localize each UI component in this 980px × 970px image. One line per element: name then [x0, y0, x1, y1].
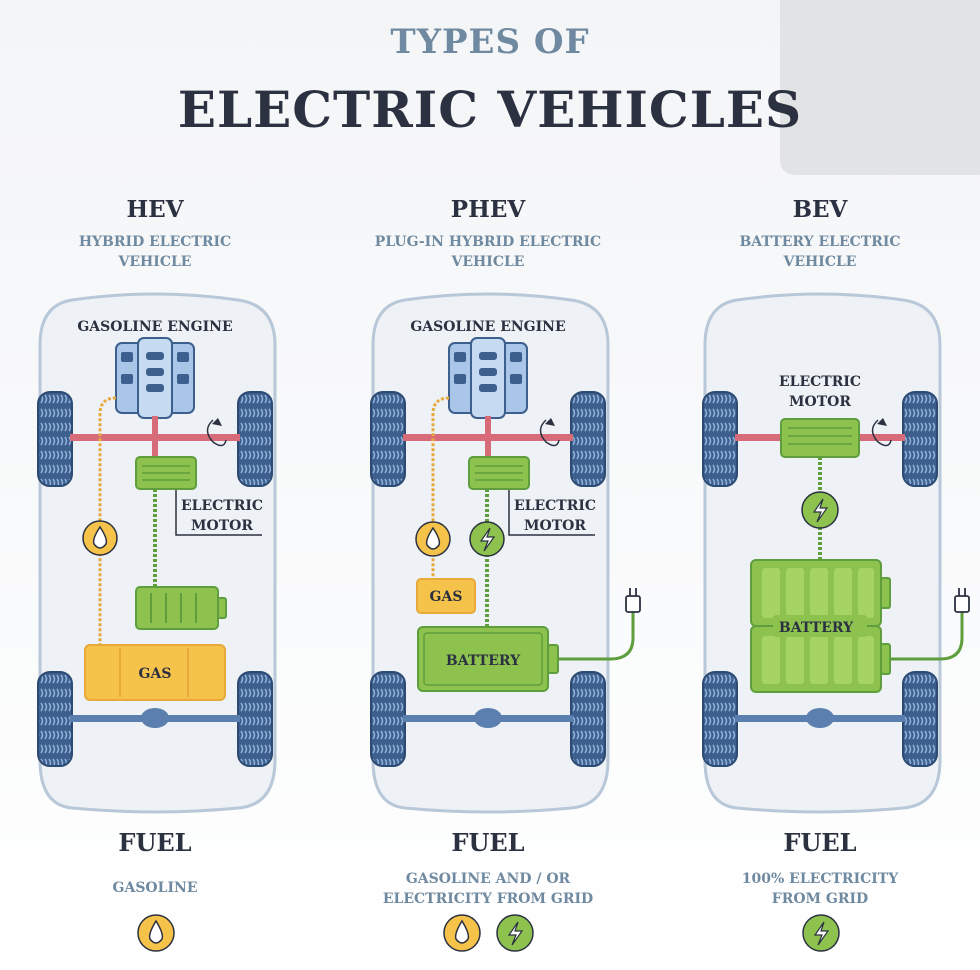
bev-rotation-arrow-icon: [871, 418, 892, 447]
bev-battery-label: BATTERY: [779, 620, 854, 636]
bev-fuel-heading: FUEL: [783, 828, 857, 857]
bev-heading: BEV: [792, 196, 848, 223]
hev-motor-label-line-1: ELECTRIC: [181, 498, 263, 514]
bev-wheels: [702, 391, 938, 767]
title-line-1: TYPES OF: [390, 22, 590, 62]
bev-plug-icon: [954, 588, 970, 613]
hev-motor-label-line-2: MOTOR: [191, 518, 253, 534]
hev-fuel-heading: FUEL: [118, 828, 192, 857]
hev-fuel-drop-icon-bottom: [137, 914, 175, 952]
corner-shade: [780, 0, 980, 175]
phev-plug-icon: [625, 588, 641, 613]
bev-battery: [750, 559, 891, 693]
phev-battery-label: BATTERY: [446, 653, 521, 669]
phev-wheels: [370, 391, 606, 767]
phev-gas-tank: [416, 578, 476, 614]
phev-subheading-line-1: PLUG-IN HYBRID ELECTRIC: [374, 234, 602, 250]
phev-fuel-line: [431, 396, 450, 580]
phev-motor-callout: [508, 490, 595, 536]
phev-gasoline-engine: [448, 337, 528, 419]
phev-gas-label: GAS: [430, 589, 463, 605]
bev-fuel-text-line-2: FROM GRID: [771, 891, 869, 907]
hev-fuel-drop-icon: [82, 520, 118, 556]
title-line-2: ELECTRIC VEHICLES: [177, 80, 803, 139]
phev-fuel-drop-icon-bottom: [443, 914, 481, 952]
hev-heading: HEV: [126, 196, 184, 223]
hev-electric-motor: [135, 456, 197, 490]
bev-motor-label-line-1: ELECTRIC: [779, 374, 861, 390]
hev-car: ELECTRIC MOTOR: [37, 292, 277, 814]
bev-rear-axle: [735, 708, 905, 728]
hev-rear-axle: [70, 708, 240, 728]
hev-engine-label: GASOLINE ENGINE: [77, 319, 232, 335]
hev-fuel-line: [98, 396, 117, 645]
bev-car: ELECTRIC MOTOR: [702, 292, 970, 814]
bev-electric-motor: [780, 418, 860, 458]
hev-gas-tank: [84, 644, 226, 701]
phev-fuel-text-line-2: ELECTRICITY FROM GRID: [382, 891, 594, 907]
bev-charging-cable: [890, 612, 964, 661]
phev-motor-label-line-2: MOTOR: [524, 518, 586, 534]
bev-lightning-icon-bottom: [802, 914, 840, 952]
bev-lightning-icon: [801, 491, 839, 529]
phev-subheading-line-2: VEHICLE: [451, 254, 525, 270]
phev-engine-label: GASOLINE ENGINE: [410, 319, 565, 335]
phev-heading: PHEV: [450, 196, 526, 223]
hev-fuel-text-line-1: GASOLINE: [112, 880, 198, 896]
bev-subheading-line-1: BATTERY ELECTRIC: [739, 234, 901, 250]
hev-gasoline-engine: [115, 337, 195, 419]
hev-subheading-line-1: HYBRID ELECTRIC: [78, 234, 232, 250]
phev-charging-cable: [558, 612, 635, 661]
phev-rotation-arrow-icon: [539, 418, 560, 447]
phev-car: ELECTRIC MOTOR GAS BATTERY: [370, 292, 641, 814]
hev-subheading-line-2: VEHICLE: [118, 254, 192, 270]
hev-gas-label: GAS: [139, 666, 172, 682]
phev-battery: [417, 626, 559, 692]
bev-subheading: BATTERY ELECTRIC VEHICLE: [690, 232, 950, 272]
bev-fuel-text-line-1: 100% ELECTRICITY: [741, 871, 899, 887]
phev-lightning-icon-bottom: [496, 914, 534, 952]
bev-motor-label-line-2: MOTOR: [789, 394, 851, 410]
phev-fuel-text-line-1: GASOLINE AND / OR: [405, 871, 571, 887]
bev-fuel-text: 100% ELECTRICITY FROM GRID: [670, 869, 970, 909]
hev-motor-callout: [175, 490, 262, 536]
phev-lightning-icon: [469, 521, 505, 557]
phev-fuel-text: GASOLINE AND / OR ELECTRICITY FROM GRID: [338, 869, 638, 909]
phev-fuel-heading: FUEL: [451, 828, 525, 857]
phev-fuel-drop-icon: [415, 521, 451, 557]
phev-motor-label-line-1: ELECTRIC: [514, 498, 596, 514]
bev-subheading-line-2: VEHICLE: [783, 254, 857, 270]
phev-subheading: PLUG-IN HYBRID ELECTRIC VEHICLE: [358, 232, 618, 272]
phev-rear-axle: [403, 708, 573, 728]
hev-subheading: HYBRID ELECTRIC VEHICLE: [25, 232, 285, 272]
hev-rotation-arrow-icon: [206, 418, 227, 447]
hev-battery: [135, 586, 227, 630]
phev-electric-motor: [468, 456, 530, 490]
hev-fuel-text: GASOLINE: [5, 878, 305, 898]
